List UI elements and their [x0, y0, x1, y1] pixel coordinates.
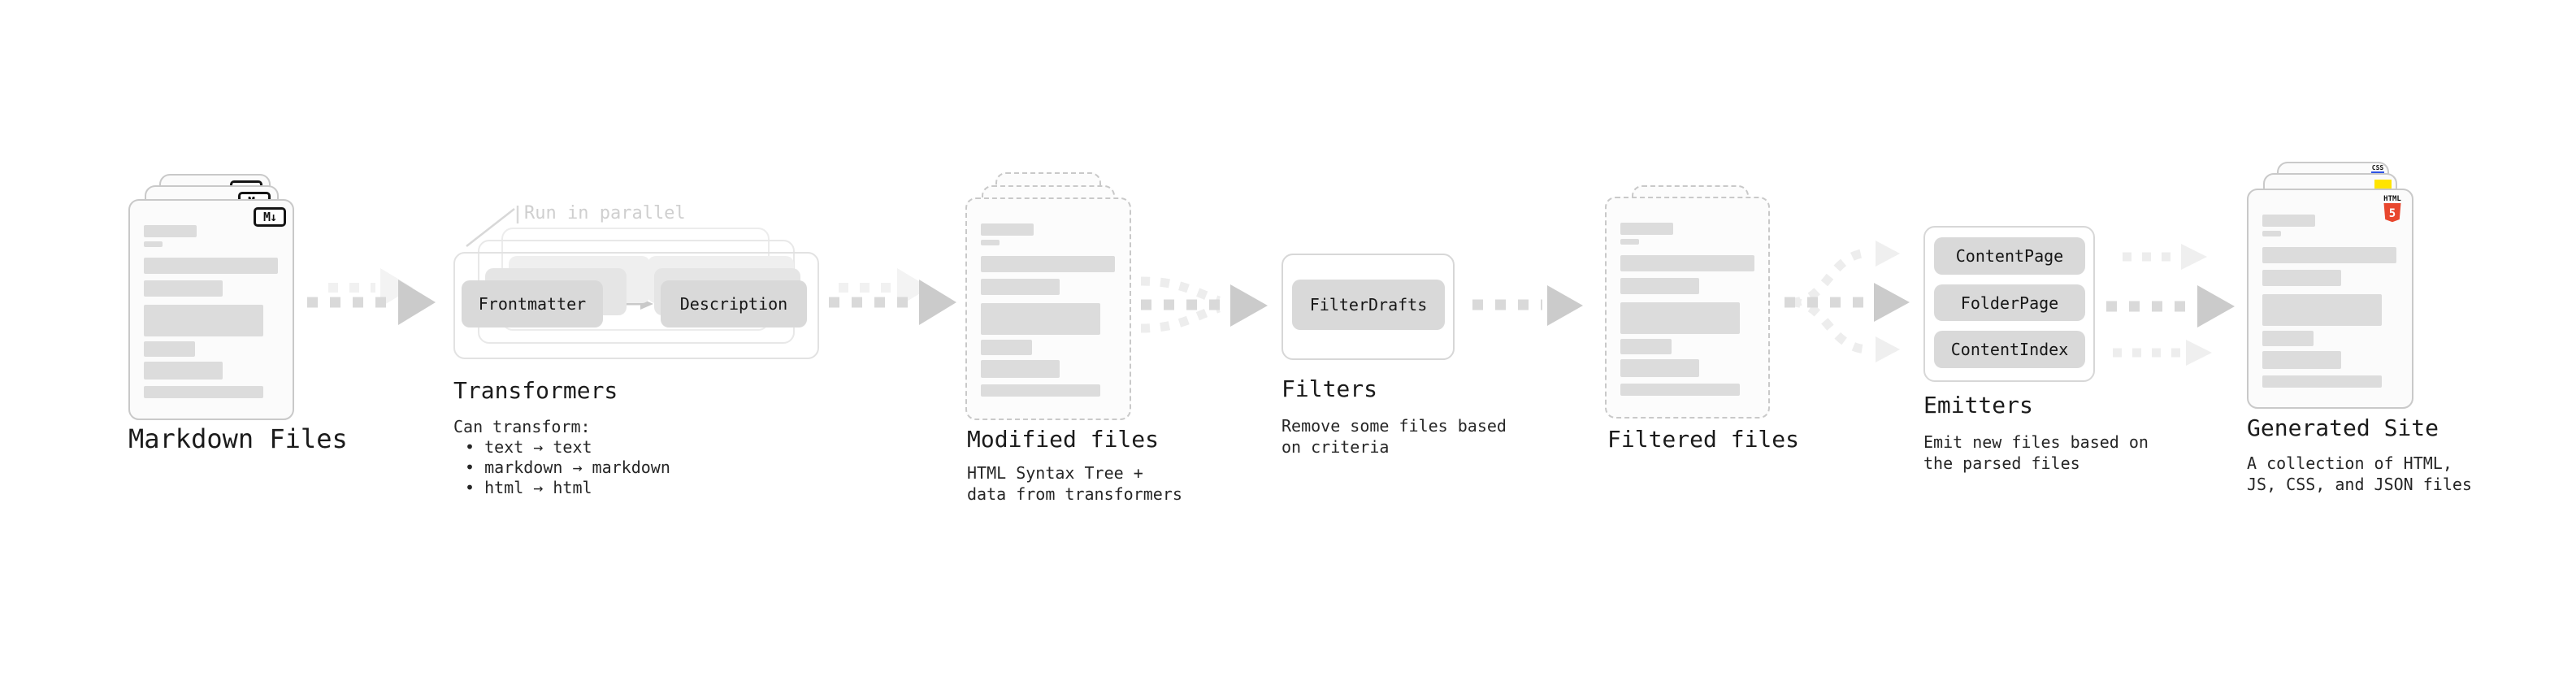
skeleton-line [981, 240, 1000, 245]
skeleton-line [1620, 278, 1699, 294]
annotation-leader-line [466, 206, 519, 247]
stage-subtitle-generated-site: A collection of HTML, JS, CSS, and JSON … [2247, 453, 2472, 495]
skeleton-line [981, 384, 1100, 397]
skeleton-line [2262, 351, 2341, 369]
skeleton-line [1620, 339, 1672, 354]
html5-icon: HTML 5 [2382, 194, 2403, 228]
skeleton-line [144, 305, 263, 336]
flow-arrow-icon [307, 280, 436, 325]
subtitle-line: data from transformers [967, 484, 1182, 504]
skeleton-line [981, 256, 1115, 272]
skeleton-line [2262, 247, 2396, 263]
skeleton-line [981, 223, 1034, 236]
skeleton-line [2262, 294, 2382, 326]
bullet-item: • html → html [465, 478, 592, 497]
folderpage-pill: FolderPage [1934, 284, 2085, 321]
subtitle-line: Can transform: [453, 417, 591, 436]
frontmatter-pill: Frontmatter [462, 280, 603, 327]
flow-arrow-echo-icon [328, 268, 413, 307]
subtitle-line: the parsed files [1923, 453, 2080, 473]
skeleton-line [2262, 375, 2382, 388]
skeleton-line [144, 280, 223, 297]
skeleton-line [1620, 359, 1699, 377]
skeleton-line [981, 279, 1060, 295]
document-card: M↓ [128, 199, 294, 420]
skeleton-line [2262, 231, 2281, 236]
subtitle-line: HTML Syntax Tree + [967, 463, 1143, 483]
skeleton-line [981, 360, 1060, 378]
emitters-frame [1923, 226, 2095, 382]
stage-title-filters: Filters [1281, 375, 1378, 402]
document-card: HTML 5 [2247, 189, 2413, 409]
document-card [1605, 197, 1770, 419]
filterdrafts-pill: FilterDrafts [1292, 280, 1445, 330]
skeleton-line [1620, 223, 1673, 235]
bullet-item: • markdown → markdown [465, 458, 670, 477]
svg-text:5: 5 [2389, 207, 2396, 220]
stage-title-markdown-files: Markdown Files [128, 423, 348, 454]
document-card [965, 197, 1131, 420]
skeleton-line [2262, 270, 2341, 286]
skeleton-line [2262, 331, 2314, 346]
subtitle-line: A collection of HTML, [2247, 453, 2452, 473]
skeleton-line [144, 225, 197, 237]
filters-frame [1281, 254, 1455, 360]
skeleton-line [144, 258, 278, 274]
svg-text:HTML: HTML [2383, 195, 2401, 203]
contentpage-pill: ContentPage [1934, 237, 2085, 275]
skeleton-line [144, 341, 195, 357]
css-icon: CSS [2371, 165, 2384, 174]
stage-title-filtered-files: Filtered files [1607, 426, 1800, 453]
flow-arrow-icon [1472, 285, 1583, 326]
skeleton-line [1620, 302, 1740, 334]
parallel-arrows-icon [2106, 244, 2235, 366]
skeleton-line [144, 386, 263, 398]
skeleton-line [1620, 384, 1740, 396]
skeleton-line [144, 362, 223, 380]
stage-title-modified-files: Modified files [967, 426, 1160, 453]
skeleton-line [981, 340, 1032, 355]
stage-title-emitters: Emitters [1923, 392, 2033, 419]
stage-subtitle-emitters: Emit new files based on the parsed files [1923, 432, 2149, 474]
skeleton-line [981, 303, 1100, 335]
fanout-arrow-icon [1785, 241, 1910, 362]
stage-title-generated-site: Generated Site [2247, 414, 2439, 441]
subtitle-line: on criteria [1281, 437, 1390, 457]
stage-subtitle-modified-files: HTML Syntax Tree + data from transformer… [967, 462, 1182, 505]
stage-title-transformers: Transformers [453, 377, 618, 404]
contentindex-pill: ContentIndex [1934, 331, 2085, 368]
subtitle-line: Emit new files based on [1923, 432, 2149, 452]
subtitle-line: Remove some files based [1281, 416, 1507, 436]
skeleton-line [2262, 215, 2315, 227]
converge-arrow-icon [1140, 276, 1268, 333]
description-pill: Description [661, 280, 807, 327]
bullet-item: • text → text [465, 437, 592, 457]
markdown-icon: M↓ [254, 207, 286, 227]
subtitle-line: JS, CSS, and JSON files [2247, 475, 2472, 494]
run-in-parallel-annotation: Run in parallel [524, 203, 686, 223]
skeleton-line [144, 241, 163, 247]
skeleton-line [1620, 255, 1754, 271]
transformer-frame [453, 252, 819, 359]
skeleton-line [1620, 239, 1639, 245]
stage-subtitle-filters: Remove some files based on criteria [1281, 415, 1507, 458]
flow-arrow-icon [829, 280, 956, 325]
stage-subtitle-transformers: Can transform: • text → text • markdown … [453, 416, 670, 498]
